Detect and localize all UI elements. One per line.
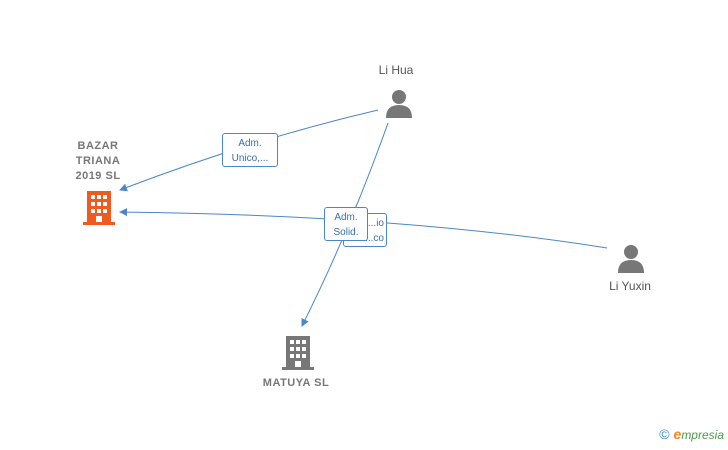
person-icon[interactable] (384, 88, 414, 118)
relation-label-li-hua-bazar[interactable]: Adm. Unico,... (222, 133, 278, 167)
relation-line: ...co (365, 233, 384, 244)
empresia-watermark: © empresia (659, 426, 724, 442)
person-label-li-hua[interactable]: Li Hua (378, 63, 414, 77)
company-label-line: TRIANA (75, 155, 121, 167)
relation-line: Unico,... (231, 153, 269, 164)
company-label-line: 2019 SL (75, 170, 121, 182)
relation-line: Adm. (238, 138, 262, 149)
building-icon[interactable] (282, 336, 314, 370)
person-icon[interactable] (616, 243, 646, 273)
relation-line: ...io (367, 218, 384, 229)
relation-label-li-hua-matuya[interactable]: Adm. Solid. (324, 207, 368, 241)
building-icon[interactable] (83, 191, 115, 225)
relation-line: Adm. (334, 212, 358, 223)
brand-logo: empresia (673, 426, 724, 442)
company-label-line: BAZAR (77, 140, 119, 152)
copyright-icon: © (659, 426, 670, 442)
person-label-li-yuxin[interactable]: Li Yuxin (609, 279, 651, 293)
relation-line: Solid. (333, 227, 359, 238)
company-label-bazar-triana[interactable]: BAZAR TRIANA 2019 SL (62, 139, 134, 184)
company-label-matuya[interactable]: MATUYA SL (262, 377, 330, 389)
